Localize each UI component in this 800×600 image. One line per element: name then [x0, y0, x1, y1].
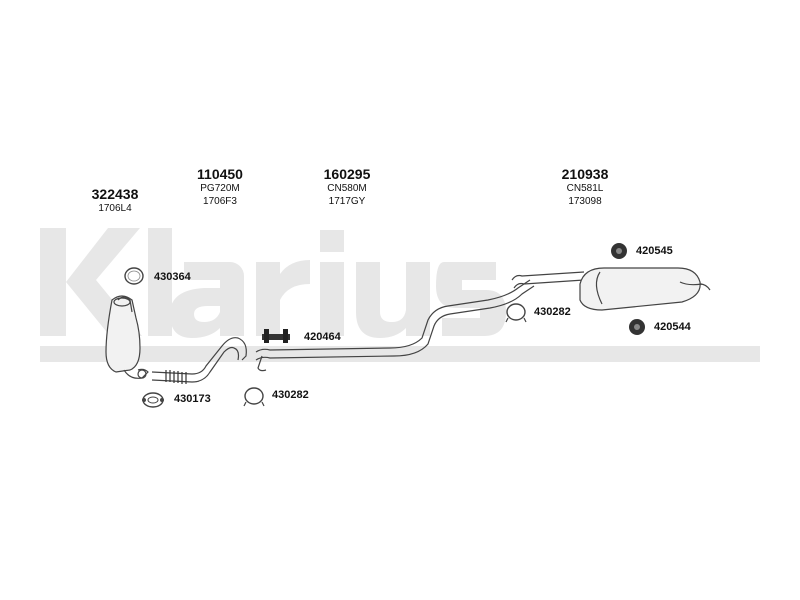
clamp-ring-icon	[505, 303, 527, 323]
part-160295[interactable]: 160295 CN580M 1717GY	[292, 166, 402, 208]
part-ref-2: 1706F3	[203, 196, 237, 207]
rear-silencer-210938	[511, 267, 711, 311]
rubber-mount-icon	[611, 243, 627, 259]
part-number: 110450	[197, 166, 243, 182]
part-number: 322438	[91, 186, 139, 202]
clamp-ring-icon	[124, 267, 144, 285]
part-ref: PG720M	[200, 183, 240, 194]
gasket-icon	[142, 392, 164, 408]
part-ref: CN581L	[566, 183, 604, 194]
fitting-label-430173[interactable]: 430173	[174, 393, 211, 405]
fitting-label-420545[interactable]: 420545	[636, 245, 673, 257]
part-ref-2: 1717GY	[328, 196, 366, 207]
part-322438[interactable]: 322438 1706L4	[60, 186, 170, 215]
bracket-icon	[262, 329, 290, 343]
part-110450[interactable]: 110450 PG720M 1706F3	[165, 166, 275, 208]
middle-pipe-160295	[255, 279, 535, 372]
part-ref: CN580M	[327, 183, 367, 194]
fitting-label-430364[interactable]: 430364	[154, 271, 191, 283]
fitting-label-420544[interactable]: 420544	[654, 321, 691, 333]
part-210938[interactable]: 210938 CN581L 173098	[530, 166, 640, 208]
front-pipe-110450	[151, 337, 247, 384]
fitting-label-430282-front[interactable]: 430282	[272, 389, 309, 401]
catalytic-converter	[105, 295, 149, 379]
part-number: 160295	[323, 166, 371, 182]
fitting-label-420464[interactable]: 420464	[304, 331, 341, 343]
part-ref-2: 173098	[568, 196, 602, 207]
part-number: 210938	[561, 166, 609, 182]
part-ref: 1706L4	[98, 203, 132, 214]
fitting-label-430282-rear[interactable]: 430282	[534, 306, 571, 318]
clamp-ring-icon	[243, 387, 265, 407]
rubber-mount-icon	[629, 319, 645, 335]
